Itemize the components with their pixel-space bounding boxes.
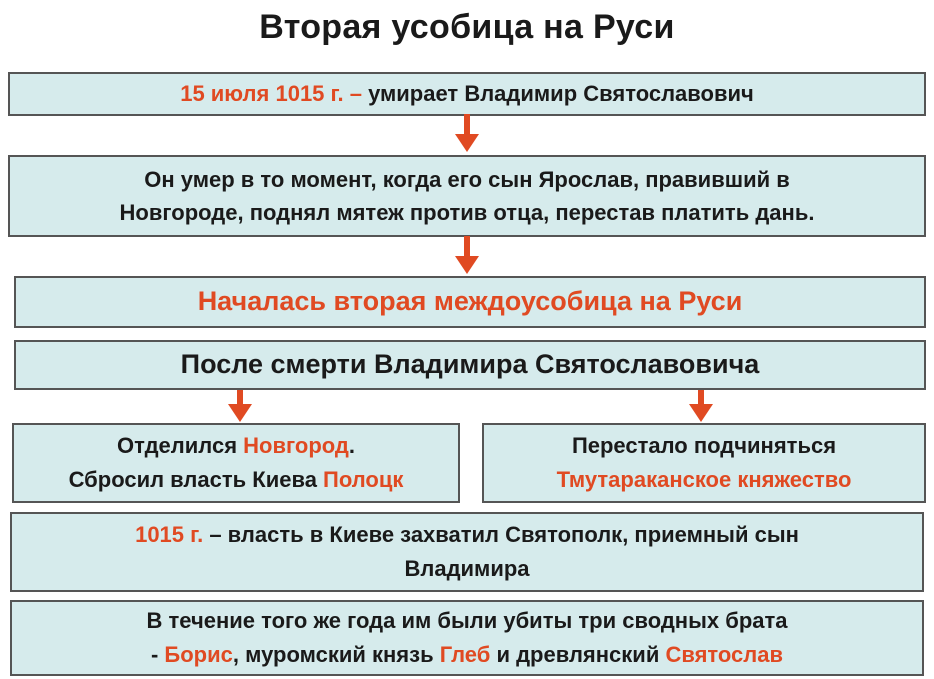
revolt-line-1: Он умер в то момент, когда его сын Яросл… xyxy=(144,167,790,192)
svyatopolk-date: 1015 г. xyxy=(135,521,204,547)
separated-lands-box: Отделился Новгород. Сбросил власть Киева… xyxy=(12,423,460,503)
arrow-right-icon xyxy=(689,390,713,422)
svyatopolk-box: 1015 г. – власть в Киеве захватил Святоп… xyxy=(10,512,924,592)
novgorod-label: Новгород xyxy=(243,432,349,458)
brothers-line-1: В течение того же года им были убиты три… xyxy=(146,607,788,633)
after-death-box: После смерти Владимира Святославовича xyxy=(14,340,926,390)
arrow-2-icon xyxy=(455,236,479,274)
brothers-killed-box: В течение того же года им были убиты три… xyxy=(10,600,924,676)
boris-label: Борис xyxy=(164,642,233,667)
second-strife-box: Началась вторая междоусобица на Руси xyxy=(14,276,926,328)
tmutarakan-line-2: Тмутараканское княжество xyxy=(556,467,852,492)
tmutarakan-line-1: Перестало подчиняться xyxy=(571,432,837,458)
yaroslav-revolt-box: Он умер в то момент, когда его сын Яросл… xyxy=(8,155,926,237)
svyatoslav-label: Святослав xyxy=(665,642,784,667)
arrow-1-icon xyxy=(455,114,479,152)
polotsk-label: Полоцк xyxy=(323,467,404,492)
death-date: 15 июля 1015 г. – xyxy=(180,81,362,107)
gleb-label: Глеб xyxy=(439,642,491,667)
revolt-line-2: Новгороде, поднял мятеж против отца, пер… xyxy=(119,200,815,225)
second-strife-text: Началась вторая междоусобица на Руси xyxy=(197,286,743,317)
arrow-left-icon xyxy=(228,390,252,422)
death-of-vladimir-box: 15 июля 1015 г. – умирает Владимир Свято… xyxy=(8,72,926,116)
tmutarakan-box: Перестало подчиняться Тмутараканское кня… xyxy=(482,423,926,503)
after-death-text: После смерти Владимира Святославовича xyxy=(180,349,760,380)
page-title: Вторая усобица на Руси xyxy=(259,8,675,46)
death-text: умирает Владимир Святославович xyxy=(361,81,754,107)
